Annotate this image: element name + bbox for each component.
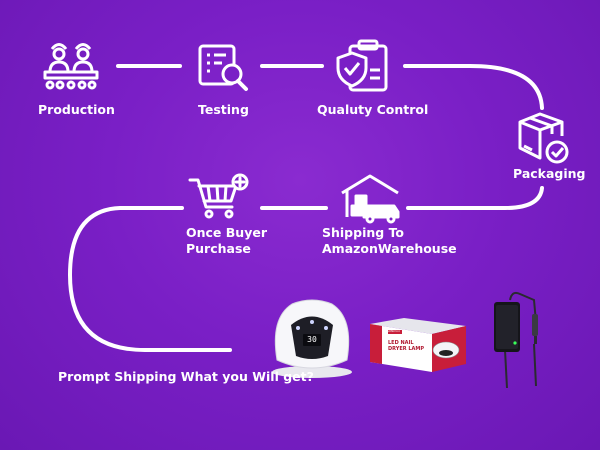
shopping-cart-icon (188, 173, 249, 219)
step-label-purchase: Once Buyer Purchase (186, 225, 267, 256)
inspection-report-icon (198, 44, 248, 91)
step-label-shipping: Shipping To AmazonWarehouse (322, 225, 457, 256)
box-title-text: LED NAIL DRYER LAMP (388, 340, 425, 352)
step-label-production: Production (38, 102, 115, 117)
power-adapter-image (494, 291, 538, 389)
nail-lamp-image (272, 299, 352, 378)
warehouse-truck-icon (341, 174, 400, 224)
flow-connector (67, 64, 544, 352)
lamp-display-readout: 30 (307, 335, 317, 344)
shield-clipboard-icon (336, 39, 388, 92)
factory-workers-icon (43, 43, 99, 90)
step-label-packaging: Packaging (513, 166, 586, 181)
package-box-icon (518, 112, 569, 164)
step-label-prompt-shipping: Prompt Shipping What you Will get? (58, 369, 314, 384)
box-brand-text: SUNmini (387, 329, 400, 333)
step-label-quality-control: Qualuty Control (317, 102, 429, 117)
product-box-image (370, 318, 466, 372)
step-label-testing: Testing (198, 102, 249, 117)
